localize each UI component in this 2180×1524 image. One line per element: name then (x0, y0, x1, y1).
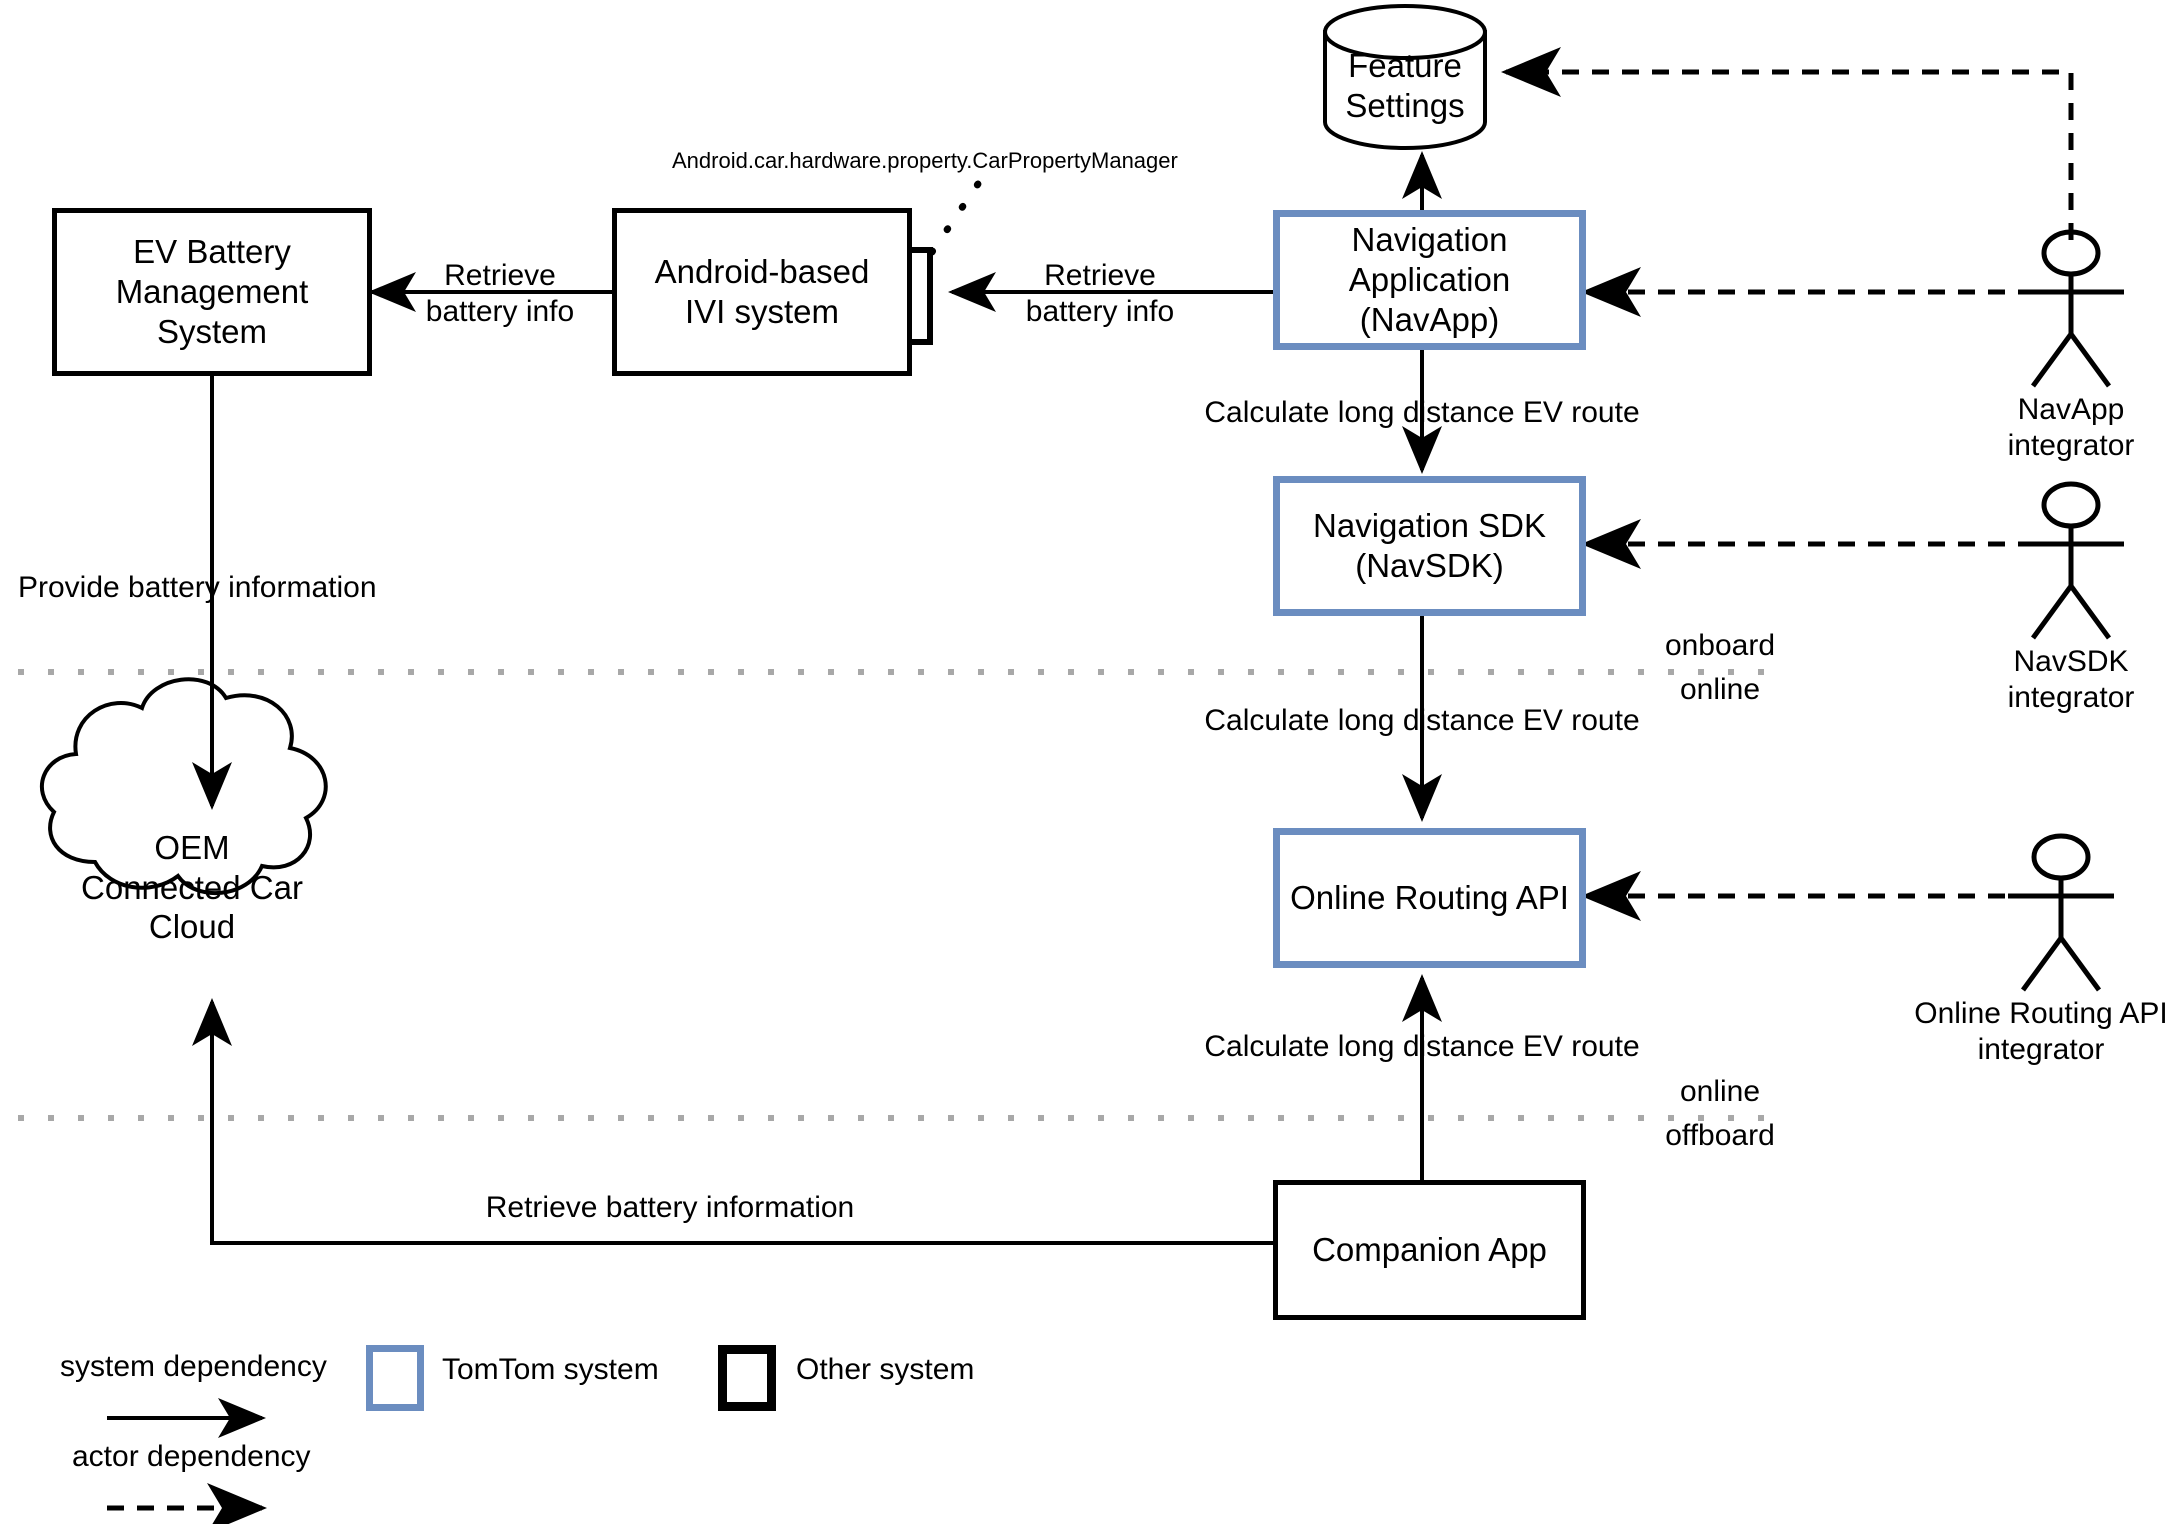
edge-label-navsdk-to-online-routing: Calculate long distance EV route (1204, 704, 1640, 737)
node-android-ivi-system[interactable]: Android-based IVI system (612, 208, 912, 376)
node-companion-app[interactable]: Companion App (1273, 1180, 1586, 1320)
node-label: EV Battery Management System (115, 232, 309, 351)
actor-label-online-routing-api-integrator: Online Routing API integrator (1914, 997, 2168, 1066)
node-label: Online Routing API (1290, 878, 1569, 916)
edge-label-navapp-to-navsdk: Calculate long distance EV route (1204, 396, 1640, 429)
edge-label-navapp-to-ivi: Retrieve battery info (1025, 259, 1175, 328)
node-online-routing-api[interactable]: Online Routing API (1273, 828, 1586, 968)
edge-label-companion-to-online-routing: Calculate long distance EV route (1204, 1030, 1640, 1063)
node-label: Android-based IVI system (654, 252, 870, 330)
ivi-port-leader-line (928, 174, 986, 256)
port-annotation-carpropertymanager: Android.car.hardware.property.CarPropert… (672, 148, 1178, 173)
actor-label-navsdk-integrator: NavSDK integrator (2007, 645, 2135, 714)
node-navigation-sdk[interactable]: Navigation SDK (NavSDK) (1273, 476, 1586, 616)
node-feature-settings-label: Feature Settings (1345, 47, 1465, 124)
actor-navapp-integrator-figure (2018, 229, 2124, 388)
node-label: Navigation Application (NavApp) (1348, 220, 1511, 339)
boundary-label-offboard: offboard (1665, 1119, 1775, 1152)
legend-label-tomtom-system: TomTom system (442, 1353, 659, 1386)
boundary-label-online-upper: online (1679, 673, 1761, 706)
legend-label-system-dependency: system dependency (60, 1350, 327, 1383)
legend-label-actor-dependency: actor dependency (72, 1440, 311, 1473)
legend-label-other-system: Other system (796, 1353, 975, 1386)
edge-label-companion-to-cloud: Retrieve battery information (485, 1191, 855, 1224)
legend-swatch-other-system (718, 1345, 776, 1411)
boundary-label-onboard: onboard (1664, 629, 1776, 662)
node-navigation-application[interactable]: Navigation Application (NavApp) (1273, 210, 1586, 350)
actor-navsdk-integrator-figure (2018, 481, 2124, 640)
node-label: Navigation SDK (NavSDK) (1313, 506, 1546, 584)
node-ev-battery-management-system[interactable]: EV Battery Management System (52, 208, 372, 376)
actor-edge-navapp-integrator-to-feature-settings (1501, 47, 2074, 240)
edge-label-ivi-to-bms: Retrieve battery info (425, 259, 575, 328)
actor-online-routing-api-integrator-figure (2008, 833, 2114, 992)
legend-swatch-tomtom-system (366, 1345, 424, 1411)
node-label: Companion App (1312, 1230, 1547, 1268)
node-oem-connected-car-cloud-label: OEM Connected Car Cloud (81, 829, 303, 946)
actor-label-navapp-integrator: NavApp integrator (2007, 393, 2135, 462)
boundary-label-online-lower: online (1679, 1075, 1761, 1108)
edge-label-bms-to-cloud: Provide battery information (18, 571, 377, 604)
